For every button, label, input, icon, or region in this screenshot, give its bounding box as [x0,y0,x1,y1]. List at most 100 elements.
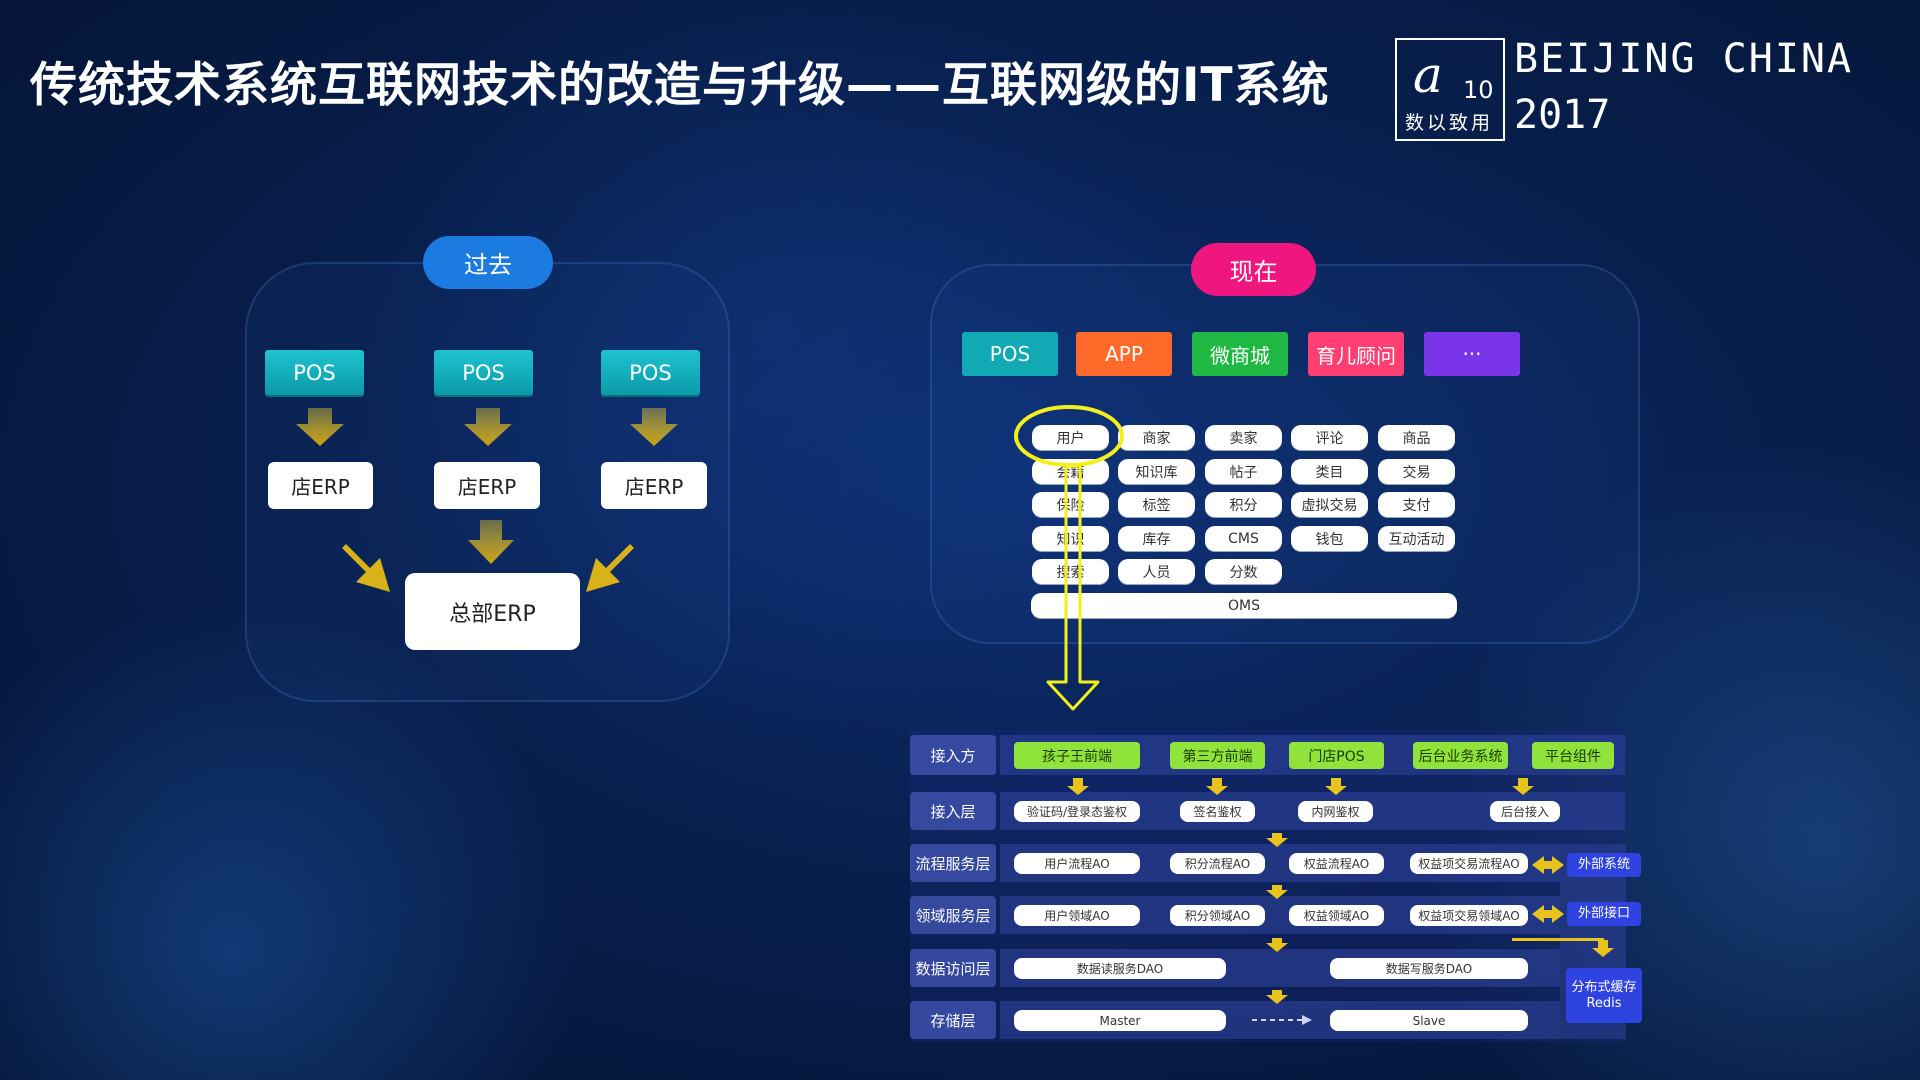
label-storage-layer: 存储层 [910,1001,996,1039]
conn-1 [1067,778,1089,795]
capability-4-0: 搜索 [1032,559,1109,584]
channel-1: APP [1076,332,1172,376]
capability-0-4: 商品 [1378,425,1455,450]
label-domain-layer: 领域服务层 [910,896,996,934]
channel-3: 育儿顾问 [1308,332,1404,376]
conn-7 [1266,938,1288,952]
capability-0-0: 用户 [1032,425,1109,450]
domain-points-ao: 积分领域AO [1170,905,1265,926]
party-platform-component: 平台组件 [1532,742,1614,769]
capability-3-2: CMS [1205,526,1282,551]
logo-slogan: 数以致用 [1405,112,1494,134]
arrow-down-2 [464,408,512,446]
backend-access: 后台接入 [1490,801,1560,822]
auth-intranet: 内网鉴权 [1298,801,1373,822]
cache-line-2: Redis [1586,995,1622,1011]
page-title: 传统技术系统互联网技术的改造与升级——互联网级的IT系统 [30,58,1330,113]
arrow-down-3 [630,408,678,446]
oms-bar: OMS [1031,593,1457,618]
conn-cache [1592,940,1614,957]
capability-2-3: 虚拟交易 [1291,492,1368,517]
capability-1-3: 类目 [1291,459,1368,484]
auth-captcha-login: 验证码/登录态鉴权 [1014,801,1140,822]
arrow-down-1 [296,408,344,446]
arrow-diag-left [342,544,390,592]
conference-logo: a 10 数以致用 [1395,38,1505,141]
conn-5 [1266,833,1288,847]
past-pos-3: POS [601,350,700,395]
logo-number: 10 [1463,76,1494,104]
process-benefit-trade-ao: 权益项交易流程AO [1410,853,1528,874]
conn-cache-line [1512,938,1604,941]
capability-0-2: 卖家 [1205,425,1282,450]
replication-arrowhead [1302,1015,1312,1025]
party-third-party-frontend: 第三方前端 [1170,742,1265,769]
capability-3-1: 库存 [1118,526,1195,551]
conn-3 [1325,778,1347,795]
capability-2-2: 积分 [1205,492,1282,517]
storage-slave: Slave [1330,1010,1528,1031]
party-store-pos: 门店POS [1289,742,1384,769]
past-pos-1: POS [265,350,364,395]
user-drilldown-arrow [1046,464,1100,711]
channel-2: 微商城 [1192,332,1288,376]
past-store-erp-3: 店ERP [601,462,707,509]
conn-8 [1266,990,1288,1004]
process-points-ao: 积分流程AO [1170,853,1265,874]
domain-user-ao: 用户领域AO [1014,905,1140,926]
past-store-erp-2: 店ERP [434,462,540,509]
label-process-layer: 流程服务层 [910,844,996,882]
domain-benefit-trade-ao: 权益项交易领域AO [1410,905,1528,926]
process-user-ao: 用户流程AO [1014,853,1140,874]
domain-benefit-ao: 权益领域AO [1289,905,1384,926]
capability-1-4: 交易 [1378,459,1455,484]
past-store-erp-1: 店ERP [268,462,373,509]
cache-line-1: 分布式缓存 [1571,979,1637,995]
channel-4: ··· [1424,332,1520,376]
dao-write: 数据写服务DAO [1330,958,1528,979]
capability-4-1: 人员 [1118,559,1195,584]
arrow-down-4 [468,520,514,564]
present-label: 现在 [1191,243,1316,296]
capability-2-1: 标签 [1118,492,1195,517]
conn-ext-2 [1532,905,1564,923]
capability-1-1: 知识库 [1118,459,1195,484]
capability-4-2: 分数 [1205,559,1282,584]
capability-2-0: 保险 [1032,492,1109,517]
architecture-block [910,730,1625,1042]
storage-master: Master [1014,1010,1226,1031]
process-benefit-ao: 权益流程AO [1289,853,1384,874]
conn-2 [1206,778,1228,795]
past-label: 过去 [423,236,553,289]
event-city: BEIJING CHINA [1514,36,1854,82]
conn-6 [1266,885,1288,899]
label-access-layer: 接入层 [910,792,996,830]
capability-0-3: 评论 [1291,425,1368,450]
event-year: 2017 [1514,92,1611,138]
channel-0: POS [962,332,1058,376]
capability-3-0: 知识 [1032,526,1109,551]
party-kidswant-frontend: 孩子王前端 [1014,742,1140,769]
past-hq-erp: 总部ERP [405,573,580,650]
capability-0-1: 商家 [1118,425,1195,450]
party-backend-system: 后台业务系统 [1413,742,1508,769]
external-api: 外部接口 [1567,902,1641,926]
conn-ext-1 [1532,856,1564,874]
conn-4 [1512,778,1534,795]
external-system: 外部系统 [1567,853,1641,877]
capability-2-4: 支付 [1378,492,1455,517]
distributed-cache: 分布式缓存 Redis [1566,968,1642,1023]
dao-read: 数据读服务DAO [1014,958,1226,979]
capability-3-3: 钱包 [1291,526,1368,551]
label-access-party: 接入方 [910,735,996,775]
capability-3-4: 互动活动 [1378,526,1455,551]
label-data-layer: 数据访问层 [910,949,996,987]
auth-signature: 签名鉴权 [1180,801,1255,822]
past-pos-2: POS [434,350,533,395]
arrow-diag-right [586,544,634,592]
capability-1-2: 帖子 [1205,459,1282,484]
logo-mark: a [1413,46,1443,104]
